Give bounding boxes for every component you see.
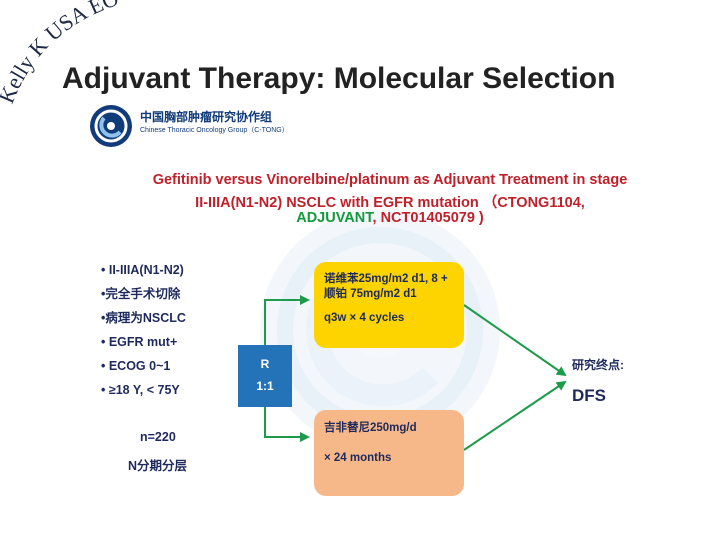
logo-name-en: Chinese Thoracic Oncology Group（C-TONG）: [140, 127, 289, 134]
arm-chemo-schedule: q3w × 4 cycles: [324, 312, 405, 324]
endpoint-value: DFS: [572, 386, 606, 405]
stratification: N分期分层: [128, 459, 188, 473]
criteria-item: • ECOG 0~1: [101, 359, 171, 373]
corner-tag: Kelly K USA EO3.4: [0, 0, 122, 107]
arrow-to-top-arm: [264, 295, 310, 345]
randomization-ratio: 1:1: [256, 379, 274, 393]
criteria-item: • EGFR mut+: [101, 335, 178, 349]
eligibility-criteria: • II-IIIA(N1-N2) •完全手术切除 •病理为NSCLC • EGF…: [101, 262, 186, 406]
study-separator: ,: [372, 210, 381, 226]
arm-gefitinib-dose: 吉非替尼250mg/d: [324, 422, 417, 434]
logo-name-cn: 中国胸部肿瘤研究协作组: [140, 110, 273, 124]
study-acronym: ADJUVANT: [296, 210, 373, 226]
page-title: Adjuvant Therapy: Molecular Selection: [62, 62, 616, 95]
arm-chemo-line-1: 诺维苯25mg/m2 d1, 8 +: [324, 273, 448, 285]
arm-chemo-line-2: 顺铂 75mg/m2 d1: [324, 288, 417, 300]
criteria-item: • ≥18 Y, < 75Y: [101, 383, 180, 397]
study-title-line-2: II-IIIA(N1-N2) NSCLC with EGFR mutation …: [195, 195, 585, 211]
criteria-item: • II-IIIA(N1-N2): [101, 263, 184, 277]
arrow-to-bottom-arm: [264, 407, 310, 442]
arm-gefitinib: 吉非替尼250mg/d × 24 months: [314, 410, 464, 496]
study-registration: NCT01405079 ): [380, 210, 484, 226]
sample-size: n=220: [140, 430, 176, 444]
study-title-line-3: ADJUVANT, NCT01405079 ): [120, 210, 660, 226]
randomization-label: R: [260, 357, 270, 371]
criteria-item: •病理为NSCLC: [101, 311, 186, 325]
arrow-bottom-to-endpoint: [463, 380, 567, 451]
randomization-box: R 1:1: [238, 345, 292, 407]
arm-chemotherapy: 诺维苯25mg/m2 d1, 8 + 顺铂 75mg/m2 d1 q3w × 4…: [314, 262, 464, 348]
arrow-top-to-endpoint: [463, 304, 567, 377]
criteria-item: •完全手术切除: [101, 287, 181, 301]
endpoint-label: 研究终点:: [572, 358, 624, 372]
study-title-line-1: Gefitinib versus Vinorelbine/platinum as…: [152, 172, 628, 188]
ctong-logo: [90, 105, 132, 147]
arm-gefitinib-duration: × 24 months: [324, 452, 392, 464]
